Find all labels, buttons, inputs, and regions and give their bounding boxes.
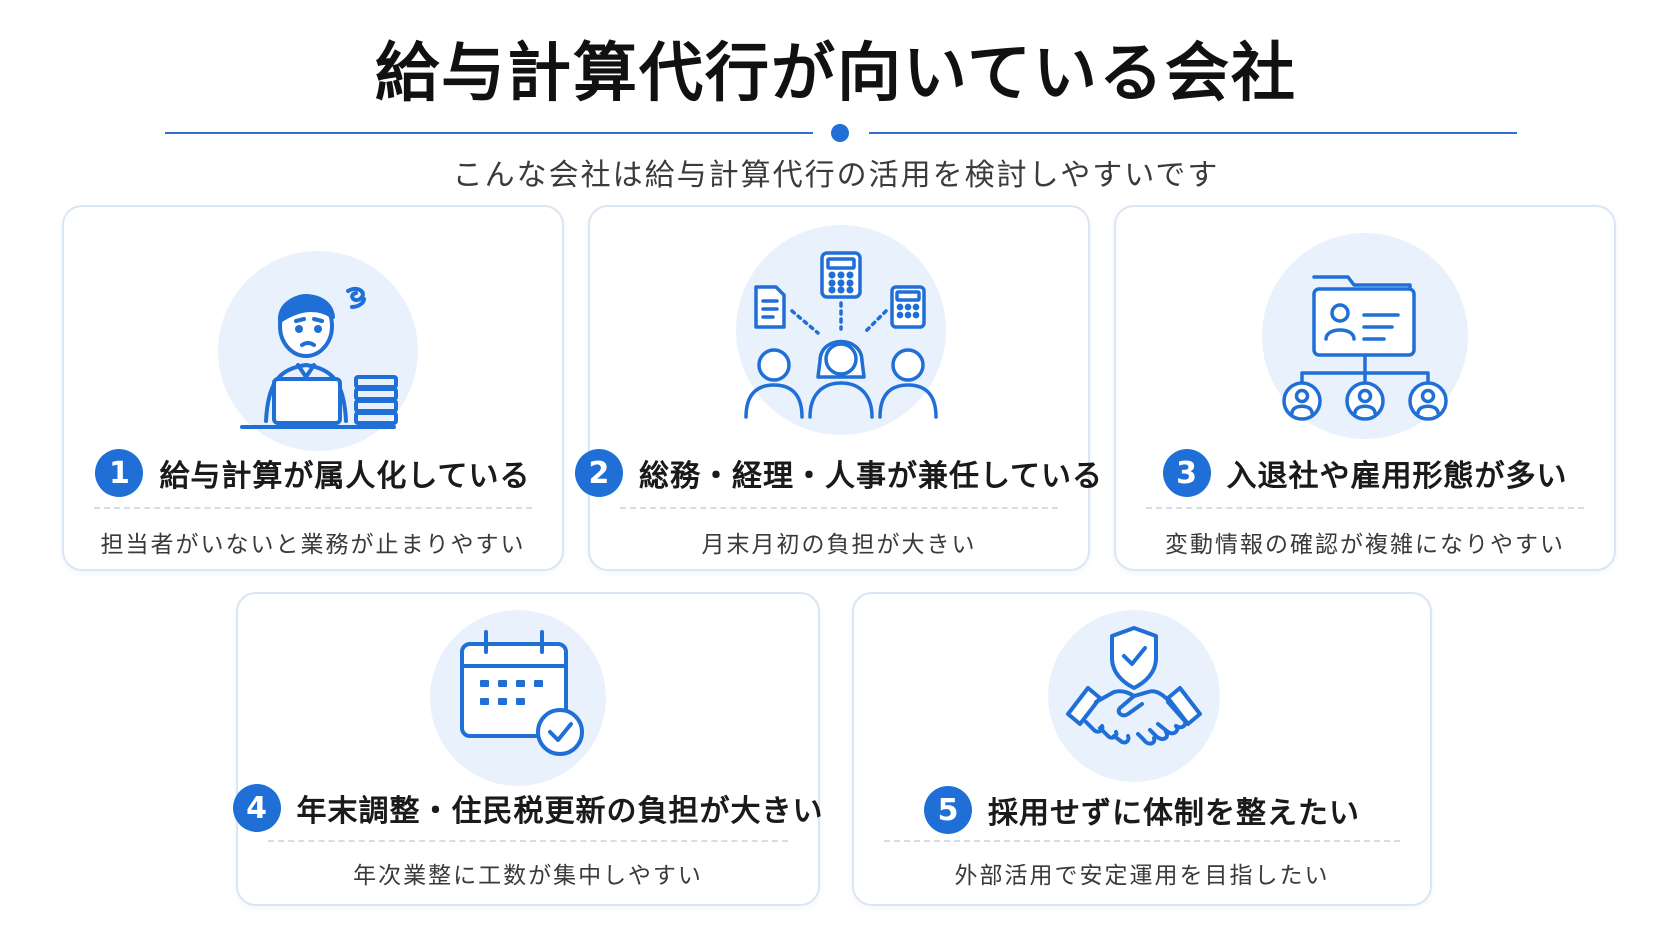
card-2-heading: 2 総務・経理・人事が兼任している (574, 449, 1102, 497)
card-1-description: 担当者がいないと業務が止まりやすい (100, 532, 526, 558)
card-3-separator (1146, 507, 1584, 509)
card-4-heading-text: 年末調整・住民税更新の負担が大きい (296, 794, 824, 829)
card-2-separator (620, 507, 1058, 509)
divider-line-left (165, 132, 813, 134)
card-3-heading: 3 入退社や雇用形態が多い (1116, 449, 1614, 497)
card-3: 3 入退社や雇用形態が多い 変動情報の確認が複雑になりやすい (1114, 205, 1616, 571)
card-4-description: 年次業整に工数が集中しやすい (353, 863, 703, 889)
card-4: 4 年末調整・住民税更新の負担が大きい 年次業整に工数が集中しやすい (232, 592, 823, 906)
card-4-heading: 4 年末調整・住民税更新の負担が大きい (232, 784, 823, 832)
card-5-separator (884, 840, 1400, 842)
employee-card-org-chart-icon (1262, 233, 1468, 439)
card-1-heading: 1 給与計算が属人化している (64, 449, 562, 497)
card-3-number-badge: 3 (1162, 449, 1211, 497)
card-1-separator (94, 507, 532, 509)
worried-worker-at-laptop-icon (218, 251, 418, 451)
card-5-number-badge: 5 (924, 786, 972, 834)
card-1-heading-text: 給与計算が属人化している (159, 459, 531, 494)
card-2: 2 総務・経理・人事が兼任している 月末月初の負担が大きい (574, 205, 1102, 571)
divider-dot (831, 124, 849, 142)
card-1-number-badge: 1 (95, 449, 144, 497)
card-3-heading-text: 入退社や雇用形態が多い (1226, 459, 1568, 494)
card-5-heading-text: 採用せずに体制を整えたい (988, 796, 1360, 831)
card-4-number-badge: 4 (232, 784, 281, 832)
card-5-description: 外部活用で安定運用を目指したい (954, 863, 1330, 889)
three-people-with-documents-icon (736, 225, 946, 435)
calendar-check-icon (430, 610, 606, 786)
page-subtitle: こんな会社は給与計算代行の活用を検討しやすいです (452, 158, 1220, 193)
card-3-description: 変動情報の確認が複雑になりやすい (1165, 532, 1565, 558)
card-2-heading-text: 総務・経理・人事が兼任している (638, 459, 1104, 494)
title-divider (165, 124, 1517, 142)
card-5: 5 採用せずに体制を整えたい 外部活用で安定運用を目指したい (852, 592, 1432, 906)
card-1: 1 給与計算が属人化している 担当者がいないと業務が止まりやすい (62, 205, 564, 571)
divider-line-right (869, 132, 1517, 134)
card-2-description: 月末月初の負担が大きい (701, 532, 977, 558)
page-title: 給与計算代行が向いている会社 (374, 37, 1298, 111)
handshake-shield-icon (1048, 610, 1220, 782)
card-5-heading: 5 採用せずに体制を整えたい (854, 786, 1430, 834)
card-2-number-badge: 2 (574, 449, 623, 497)
card-4-separator (268, 840, 788, 842)
